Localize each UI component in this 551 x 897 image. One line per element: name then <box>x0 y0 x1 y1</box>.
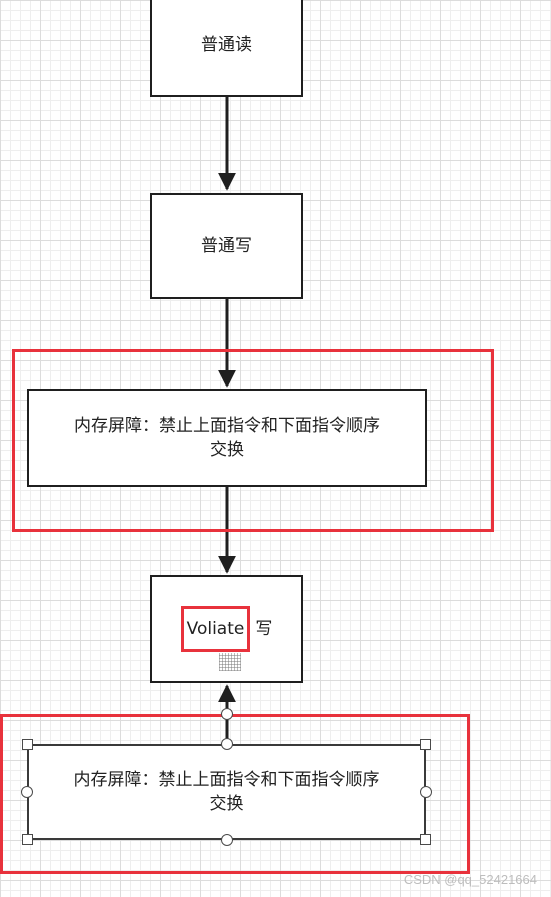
volatile-write-suffix: 写 <box>255 619 273 639</box>
resize-handle-top-right[interactable] <box>420 739 431 750</box>
resize-handle-bottom-left[interactable] <box>22 834 33 845</box>
connection-point-left[interactable] <box>21 786 33 798</box>
node-memory-barrier-1-line2: 交换 <box>210 440 244 460</box>
node-memory-barrier-2-text: 内存屏障：禁止上面指令和下面指令顺序 交换 <box>74 768 380 816</box>
node-memory-barrier-2[interactable]: 内存屏障：禁止上面指令和下面指令顺序 交换 <box>27 744 426 840</box>
watermark: CSDN @qq_52421664 <box>403 872 537 887</box>
node-memory-barrier-1-text: 内存屏障：禁止上面指令和下面指令顺序 交换 <box>74 414 380 462</box>
node-memory-barrier-1[interactable]: 内存屏障：禁止上面指令和下面指令顺序 交换 <box>27 389 427 487</box>
node-volatile-write-text: Voliate 写 <box>180 606 273 652</box>
highlight-frame-barrier2 <box>0 714 470 874</box>
node-normal-write[interactable]: 普通写 <box>150 193 303 299</box>
resize-handle-bottom-right[interactable] <box>420 834 431 845</box>
node-volatile-write[interactable]: Voliate 写 <box>150 575 303 683</box>
drag-handle-hatch <box>219 653 241 671</box>
edge-endpoint-handle[interactable] <box>221 708 233 720</box>
node-memory-barrier-1-line1: 内存屏障：禁止上面指令和下面指令顺序 <box>74 416 380 436</box>
highlight-frame-barrier1 <box>12 349 494 532</box>
resize-handle-top-left[interactable] <box>22 739 33 750</box>
node-normal-read-label: 普通读 <box>201 34 252 55</box>
node-normal-read[interactable]: 普通读 <box>150 0 303 97</box>
volatile-word: Voliate <box>180 606 251 652</box>
connection-point-bottom[interactable] <box>221 834 233 846</box>
node-memory-barrier-2-line2: 交换 <box>209 794 244 814</box>
node-memory-barrier-2-line1: 内存屏障：禁止上面指令和下面指令顺序 <box>73 770 380 790</box>
node-normal-write-label: 普通写 <box>201 236 252 256</box>
connection-point-top[interactable] <box>221 738 233 750</box>
connection-point-right[interactable] <box>420 786 432 798</box>
